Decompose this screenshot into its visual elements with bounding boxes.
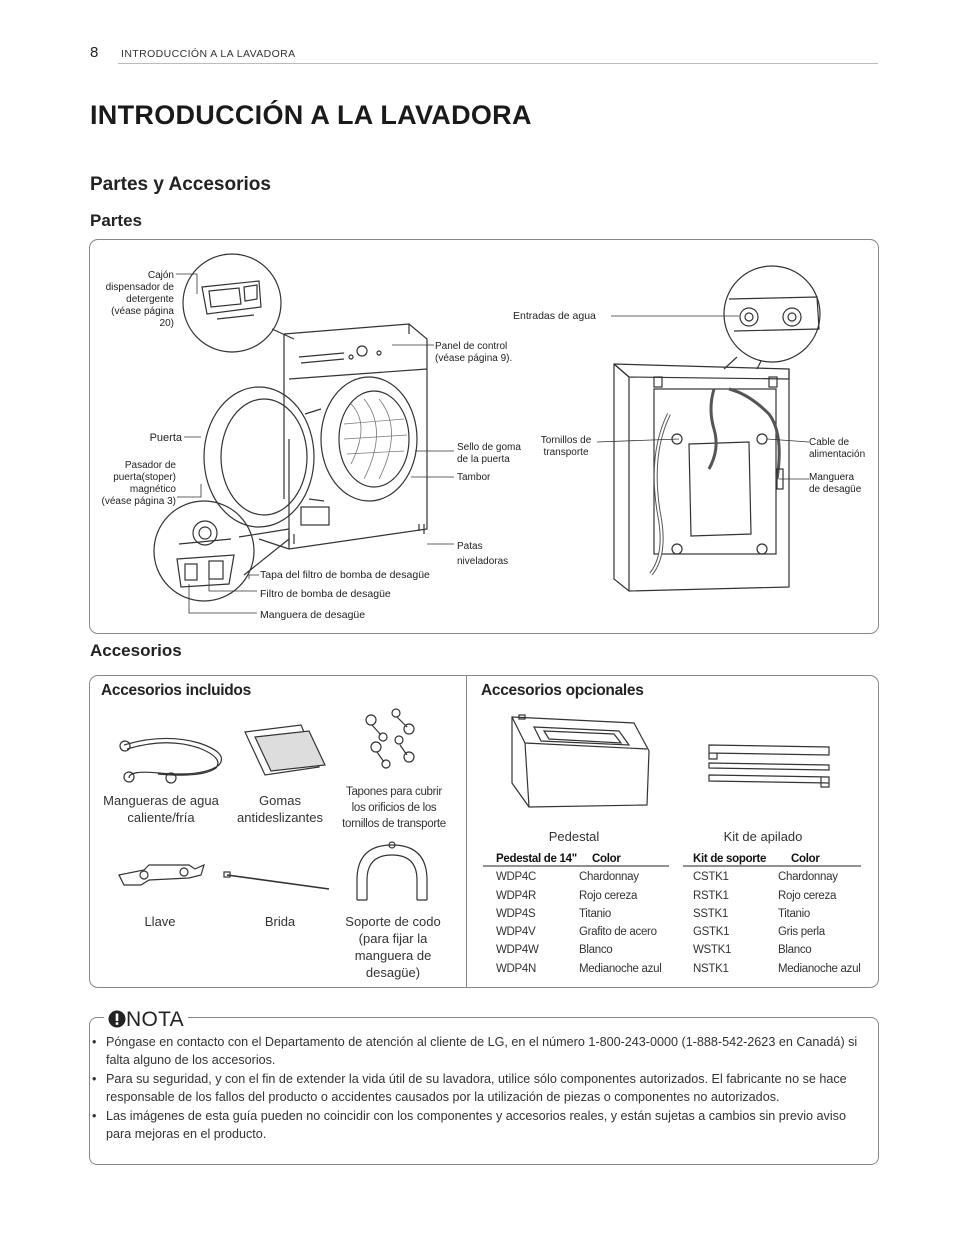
header-rule <box>118 63 878 64</box>
label-drain-hose-back: Manguera de desagüe <box>809 472 862 495</box>
caption-elbow-bracket: Soporte de codo (para fijar la manguera … <box>345 914 441 980</box>
color-cell: Grafito de acero <box>579 926 657 939</box>
table-row: NSTK1 Medianoche azul <box>683 960 863 978</box>
accessories-panel <box>89 675 879 988</box>
color-cell: Medianoche azul <box>778 962 861 975</box>
label-control-panel: Panel de control (véase página 9). <box>435 341 513 364</box>
label-door-gasket: Sello de goma de la puerta <box>457 442 521 465</box>
label-power-cord: Cable de alimentación <box>809 437 866 460</box>
label-detergent-dispenser: Cajón dispensador de detergente (véase p… <box>105 270 174 329</box>
washer-front-illustration <box>153 253 821 614</box>
table-row: WDP4S Titanio <box>484 905 674 923</box>
table-row: WDP4R Rojo cereza <box>484 887 674 905</box>
note-panel <box>89 1017 879 1165</box>
color-cell: Rojo cereza <box>579 889 638 902</box>
caption-hole-caps: Tapones para cubrir los orificios de los… <box>342 786 446 830</box>
model-cell: WDP4W <box>496 944 539 957</box>
parts-heading: Partes <box>90 211 142 230</box>
model-cell: SSTK1 <box>693 907 728 920</box>
caption-pedestal: Pedestal <box>548 829 600 844</box>
stacking-table-header: Kit de soporte Color <box>693 853 820 865</box>
model-cell: GSTK1 <box>693 926 730 939</box>
model-cell: WSTK1 <box>693 944 732 957</box>
table-row: SSTK1 Titanio <box>683 905 863 923</box>
color-cell: Blanco <box>579 944 613 957</box>
caption-cable-tie: Brida <box>264 914 296 929</box>
optional-accessories-heading: Accesorios opcionales <box>481 682 644 699</box>
caption-stacking-kit: Kit de apilado <box>723 829 803 844</box>
label-drain-hose-front: Manguera de desagüe <box>260 609 366 621</box>
table-row: CSTK1 Chardonnay <box>683 868 863 886</box>
caption-anti-slip-pads: Gomas antideslizantes <box>237 793 323 825</box>
page-title: INTRODUCCIÓN A LA LAVADORA <box>90 100 532 130</box>
color-cell: Medianoche azul <box>579 962 662 975</box>
table-row: WSTK1 Blanco <box>683 941 863 959</box>
color-cell: Rojo cereza <box>778 889 837 902</box>
caption-water-hoses: Mangueras de agua caliente/fría <box>103 793 219 825</box>
accessories-divider <box>466 676 467 987</box>
note-list: Póngase en contacto con el Departamento … <box>92 1033 864 1143</box>
caption-wrench: Llave <box>144 914 176 929</box>
label-leveling-legs: Patas niveladoras <box>457 541 509 567</box>
table-row: WDP4W Blanco <box>484 941 674 959</box>
section-subtitle: Partes y Accesorios <box>90 174 271 195</box>
label-pump-filter-cap: Tapa del filtro de bomba de desagüe <box>260 569 430 581</box>
label-door: Puerta <box>149 432 182 444</box>
warning-icon <box>108 1010 126 1028</box>
model-cell: WDP4C <box>496 871 537 884</box>
label-water-inlets: Entradas de agua <box>513 310 596 322</box>
label-pump-filter: Filtro de bomba de desagüe <box>260 588 391 600</box>
model-cell: NSTK1 <box>693 962 729 975</box>
table-row: RSTK1 Rojo cereza <box>683 887 863 905</box>
label-door-magnet: Pasador de puerta(stoper) magnético (véa… <box>101 460 177 507</box>
model-cell: WDP4V <box>496 926 536 939</box>
table-row: WDP4N Medianoche azul <box>484 960 674 978</box>
note-heading: NOTA <box>104 1008 188 1032</box>
model-cell: WDP4N <box>496 962 537 975</box>
label-shipping-bolts: Tornillos de transporte <box>540 435 592 458</box>
note-item: Las imágenes de esta guía pueden no coin… <box>92 1107 864 1144</box>
parts-panel <box>89 239 879 634</box>
table-row: GSTK1 Gris perla <box>683 923 863 941</box>
color-cell: Titanio <box>579 907 611 920</box>
included-accessories-illustrations <box>118 708 861 901</box>
color-cell: Blanco <box>778 944 812 957</box>
page-number: 8 <box>90 44 99 61</box>
pedestal-table-header: Pedestal de 14" Color <box>496 853 621 865</box>
included-accessories-heading: Accesorios incluidos <box>101 682 251 699</box>
color-cell: Titanio <box>778 907 810 920</box>
color-cell: Chardonnay <box>579 871 639 884</box>
model-cell: WDP4S <box>496 907 536 920</box>
running-header: INTRODUCCIÓN A LA LAVADORA <box>121 48 296 60</box>
model-cell: RSTK1 <box>693 889 729 902</box>
hose-fitting-icon <box>119 740 131 752</box>
model-cell: CSTK1 <box>693 871 729 884</box>
note-item: Para su seguridad, y con el fin de exten… <box>92 1070 864 1107</box>
accessories-heading: Accesorios <box>90 641 182 660</box>
table-row: WDP4C Chardonnay <box>484 868 674 886</box>
model-cell: WDP4R <box>496 889 537 902</box>
note-item: Póngase en contacto con el Departamento … <box>92 1033 864 1070</box>
label-drum: Tambor <box>457 472 491 483</box>
color-cell: Chardonnay <box>778 871 838 884</box>
color-cell: Gris perla <box>778 926 825 939</box>
table-row: WDP4V Grafito de acero <box>484 923 674 941</box>
